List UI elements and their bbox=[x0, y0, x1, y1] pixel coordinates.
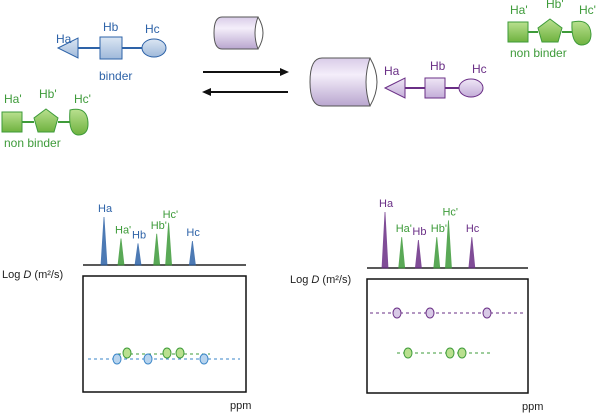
left-dosy-ylabel: Log D (m²/s) bbox=[2, 269, 63, 281]
left-peak-5 bbox=[188, 240, 196, 266]
right-dosy-frame bbox=[366, 278, 529, 394]
binder-ligand: Ha Hb Hc binder bbox=[56, 20, 167, 83]
nonbinder-right-square-icon bbox=[507, 21, 529, 43]
nonbinder-ligand-left: Ha' Hb' Hc' non binder bbox=[1, 87, 91, 150]
left-dosy-spot-hb-prime bbox=[162, 347, 172, 359]
binder-label-hb: Hb bbox=[103, 20, 119, 34]
left-peak-0 bbox=[100, 216, 108, 266]
right-dosy-spot-hb-prime bbox=[445, 347, 455, 359]
right-peak-1 bbox=[398, 237, 406, 269]
nonbinder-right-pentagon-icon bbox=[537, 18, 563, 43]
binder-triangle-icon bbox=[56, 37, 79, 59]
left-peak-3 bbox=[153, 233, 161, 266]
receptor-small-icon bbox=[213, 16, 264, 50]
equilibrium-arrows-icon bbox=[202, 68, 289, 96]
left-dosy-spot-hc-prime bbox=[175, 347, 185, 359]
nonbinder-right-label-ha: Ha' bbox=[510, 3, 528, 17]
right-dosy-spot-ha bbox=[392, 307, 402, 319]
left-peak-1 bbox=[117, 238, 125, 266]
binder-caption: binder bbox=[99, 69, 132, 83]
right-dosy-spot-hc bbox=[482, 307, 492, 319]
left-peak-label-4: Hc' bbox=[163, 209, 179, 221]
right-dosy-spot-ha-prime bbox=[403, 347, 413, 359]
right-peak-label-5: Hc bbox=[466, 223, 480, 235]
right-peak-label-0: Ha bbox=[379, 198, 394, 210]
nonbinder-left-caption: non binder bbox=[4, 136, 61, 150]
right-peak-4 bbox=[445, 220, 452, 269]
right-dosy-spot-hb bbox=[425, 307, 435, 319]
right-dosy-xlabel: ppm bbox=[522, 401, 543, 413]
nonbinder-left-pentagon-icon bbox=[33, 108, 59, 133]
bound-label-ha: Ha bbox=[384, 64, 400, 78]
nonbinder-left-label-hc: Hc' bbox=[74, 92, 91, 106]
left-dosy-spot-hb bbox=[143, 353, 153, 365]
left-dosy-spot-ha bbox=[112, 353, 122, 365]
bound-label-hc: Hc bbox=[472, 62, 487, 76]
right-peak-0 bbox=[381, 211, 389, 269]
nonbinder-ligand-right: Ha' Hb' Hc' non binder bbox=[507, 0, 596, 60]
right-peak-label-3: Hb' bbox=[431, 223, 447, 235]
binder-label-ha: Ha bbox=[56, 32, 72, 46]
bound-label-hb: Hb bbox=[430, 59, 446, 73]
nonbinder-right-leaf-icon bbox=[571, 20, 592, 46]
receptor-large-icon bbox=[309, 57, 378, 107]
left-peak-label-3: Hb' bbox=[151, 220, 167, 232]
left-peak-label-0: Ha bbox=[98, 203, 113, 215]
left-peak-label-2: Hb bbox=[132, 229, 146, 241]
nonbinder-left-square-icon bbox=[1, 111, 23, 133]
nonbinder-left-leaf-icon bbox=[69, 108, 89, 136]
right-dosy-spot-hc-prime bbox=[457, 347, 467, 359]
nonbinder-right-caption: non binder bbox=[510, 46, 567, 60]
nonbinder-left-label-ha: Ha' bbox=[4, 92, 22, 106]
bound-oval-icon bbox=[458, 78, 484, 98]
left-dosy-xlabel: ppm bbox=[230, 400, 251, 412]
left-peak-label-5: Hc bbox=[186, 227, 200, 239]
right-peak-5 bbox=[468, 237, 476, 269]
right-dosy-ylabel: Log D (m²/s) bbox=[290, 274, 351, 286]
left-peak-2 bbox=[134, 243, 142, 266]
right-peak-3 bbox=[433, 237, 441, 269]
left-dosy-spot-hc bbox=[199, 353, 209, 365]
bound-triangle-icon bbox=[383, 77, 406, 99]
binder-label-hc: Hc bbox=[145, 22, 160, 36]
nonbinder-left-label-hb: Hb' bbox=[39, 87, 57, 101]
binder-oval-icon bbox=[141, 38, 167, 58]
left-dosy-plot: Log D (m²/s) ppm bbox=[2, 269, 251, 412]
binder-square-icon bbox=[99, 36, 123, 60]
bound-ligand: Ha Hb Hc bbox=[383, 59, 487, 99]
right-peak-label-1: Ha' bbox=[396, 223, 412, 235]
left-peak-4 bbox=[165, 222, 173, 266]
nonbinder-right-label-hb: Hb' bbox=[546, 0, 564, 11]
bound-square-icon bbox=[424, 77, 446, 99]
right-peak-label-4: Hc' bbox=[442, 206, 458, 218]
right-peak-2 bbox=[414, 239, 422, 269]
left-dosy-spot-ha-prime bbox=[122, 347, 132, 359]
right-peak-label-2: Hb bbox=[412, 226, 426, 238]
right-dosy-plot: Log D (m²/s) ppm bbox=[290, 274, 543, 413]
nonbinder-right-label-hc: Hc' bbox=[579, 3, 596, 17]
left-dosy-frame bbox=[82, 275, 247, 393]
left-peak-label-1: Ha' bbox=[115, 225, 131, 237]
